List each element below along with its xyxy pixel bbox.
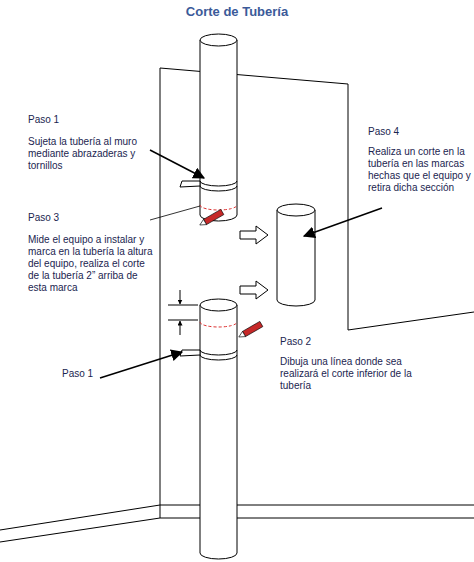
step-text: Sujeta la tubería al muro mediante abraz…	[28, 136, 146, 172]
step-text: Realiza un corte en la tubería en las ma…	[368, 146, 472, 194]
clamp	[180, 181, 237, 360]
step-label: Paso 4	[368, 126, 428, 138]
step-label: Paso 1	[62, 368, 122, 380]
step-text: Dibuja una línea donde sea realizará el …	[280, 356, 430, 392]
dimension	[168, 290, 198, 335]
step-label: Paso 2	[280, 336, 340, 348]
move-arrow	[240, 226, 268, 299]
pipe	[200, 34, 315, 559]
title: Corte de Tubería	[0, 4, 474, 19]
marker-pen	[198, 209, 263, 339]
step-text: Mide el equipo a instalar y marca en la …	[28, 234, 158, 294]
step-label: Paso 3	[28, 212, 88, 224]
step-label: Paso 1	[28, 114, 88, 126]
